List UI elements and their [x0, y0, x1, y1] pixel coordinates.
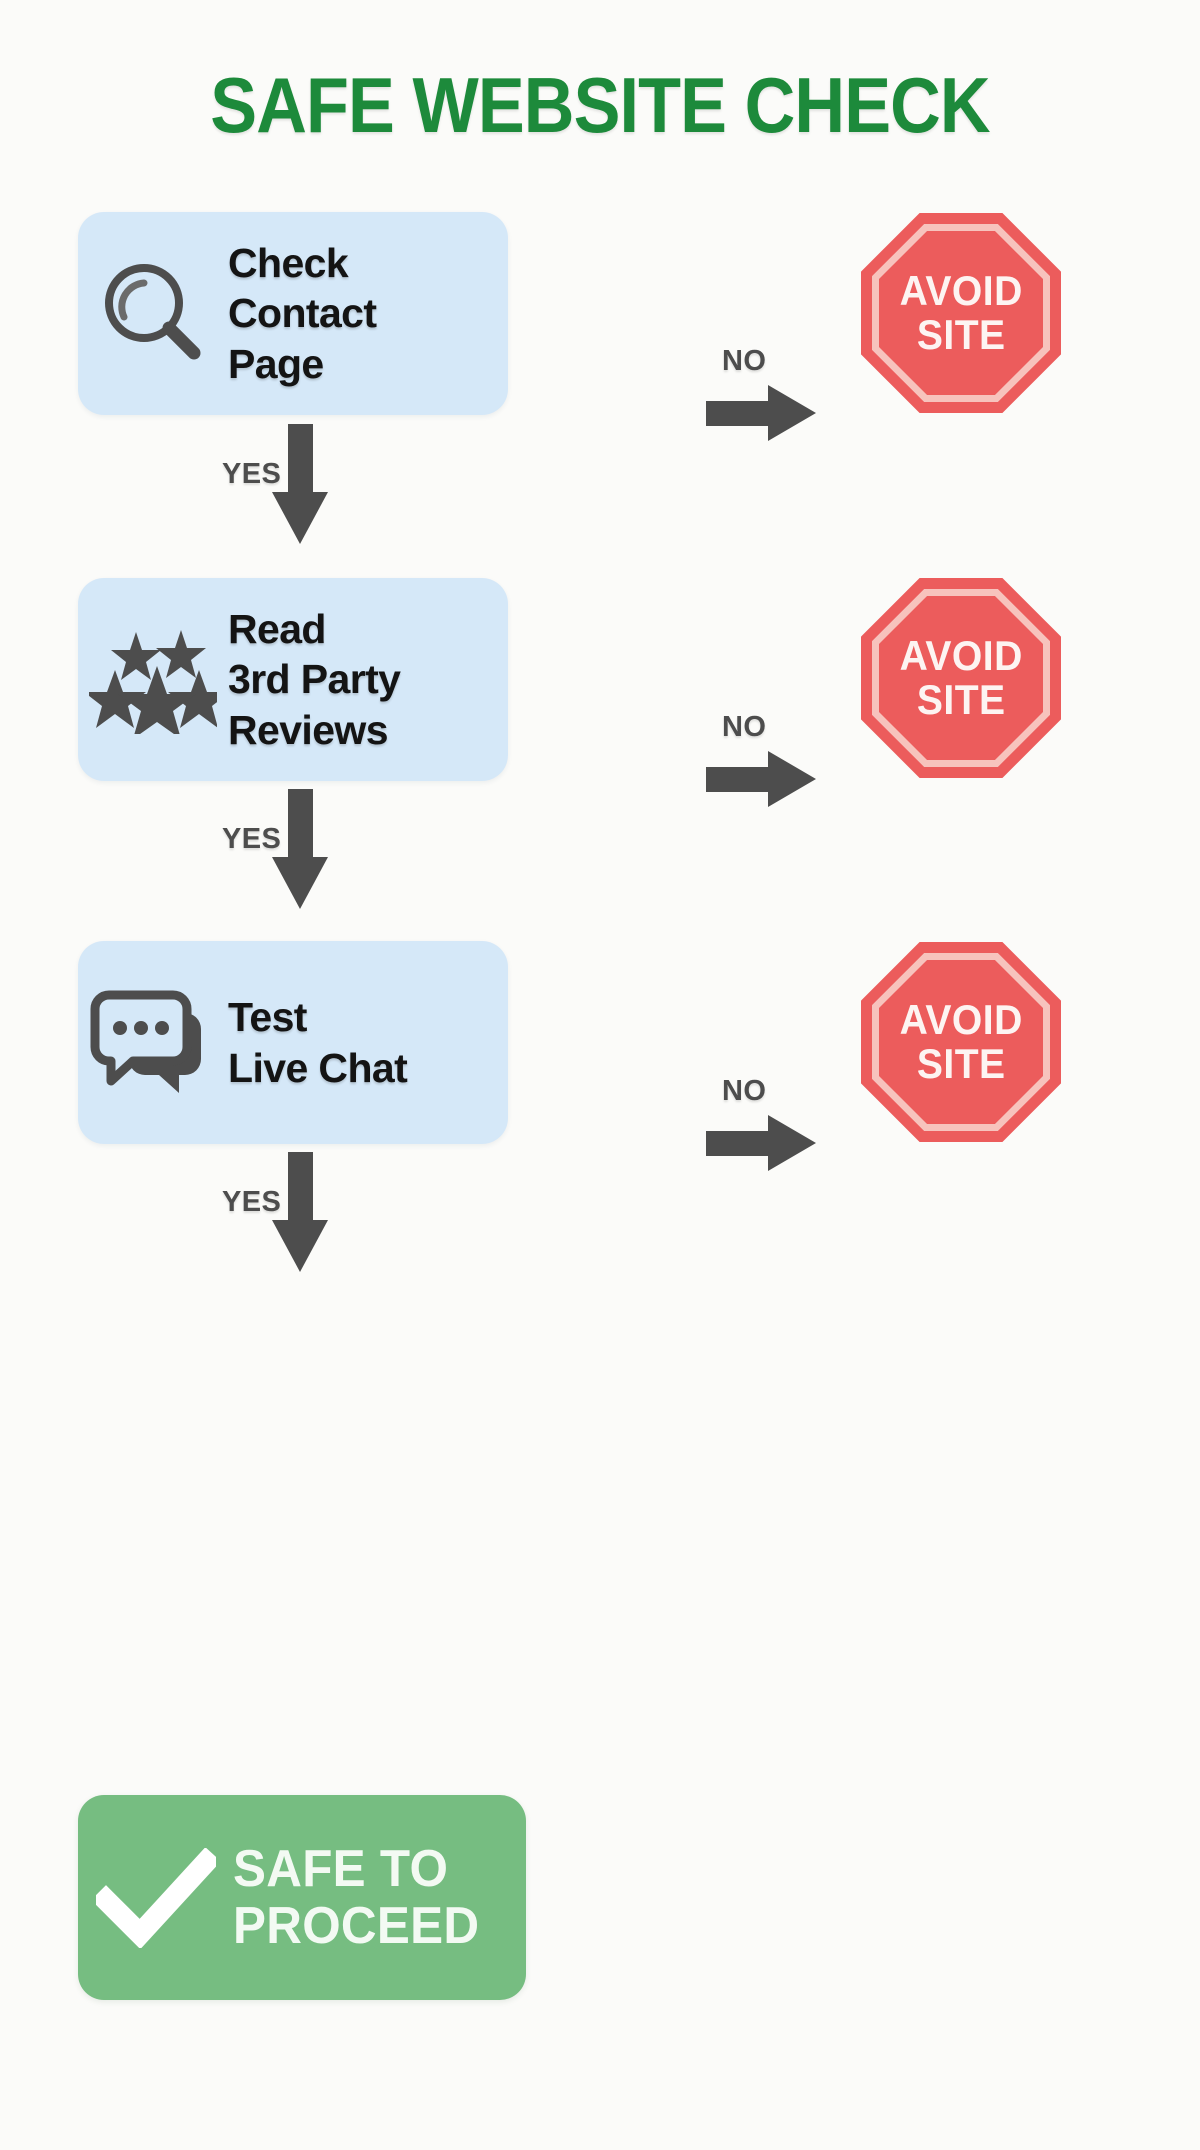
avoid-site-label: AVOID SITE	[899, 266, 1023, 358]
avoid-site-octagon-3[interactable]: AVOID SITE	[861, 942, 1061, 1142]
octagon-face	[879, 231, 1043, 395]
edge-label-no-1: NO	[722, 345, 767, 377]
arrow-yes-2	[272, 789, 328, 909]
page-title: SAFE WEBSITE CHECK	[210, 61, 990, 149]
edge-label-no-3: NO	[722, 1075, 767, 1107]
avoid-site-label: AVOID SITE	[899, 631, 1023, 723]
arrow-no-3	[706, 1115, 816, 1171]
arrow-yes-3	[272, 1152, 328, 1272]
avoid-site-octagon-2[interactable]: AVOID SITE	[861, 578, 1061, 778]
outcome-box-safe-to-proceed[interactable]: SAFE TO PROCEED	[78, 1795, 526, 2000]
step-label: Read 3rd Party Reviews	[228, 606, 401, 753]
magnifying-glass-icon	[78, 249, 228, 379]
arrow-yes-1	[272, 424, 328, 544]
octagon-face	[879, 960, 1043, 1124]
edge-label-yes-1: YES	[222, 458, 282, 490]
edge-label-yes-3: YES	[222, 1186, 282, 1218]
arrow-no-1	[706, 385, 816, 441]
arrow-no-2	[706, 751, 816, 807]
edge-label-yes-2: YES	[222, 823, 282, 855]
edge-label-no-2: NO	[722, 711, 767, 743]
avoid-site-octagon-1[interactable]: AVOID SITE	[861, 213, 1061, 413]
avoid-site-label: AVOID SITE	[899, 995, 1023, 1087]
checkmark-icon	[78, 1838, 233, 1958]
step-label: Check Contact Page	[228, 240, 377, 387]
step-box-check-contact-page[interactable]: Check Contact Page	[78, 212, 508, 415]
step-label: Test Live Chat	[228, 994, 408, 1091]
octagon-face	[879, 596, 1043, 760]
chat-bubbles-icon	[78, 978, 228, 1108]
five-stars-icon	[78, 615, 228, 745]
step-box-read-3rd-party-reviews[interactable]: Read 3rd Party Reviews	[78, 578, 508, 781]
outcome-label: SAFE TO PROCEED	[233, 1840, 480, 1955]
step-box-test-live-chat[interactable]: Test Live Chat	[78, 941, 508, 1144]
